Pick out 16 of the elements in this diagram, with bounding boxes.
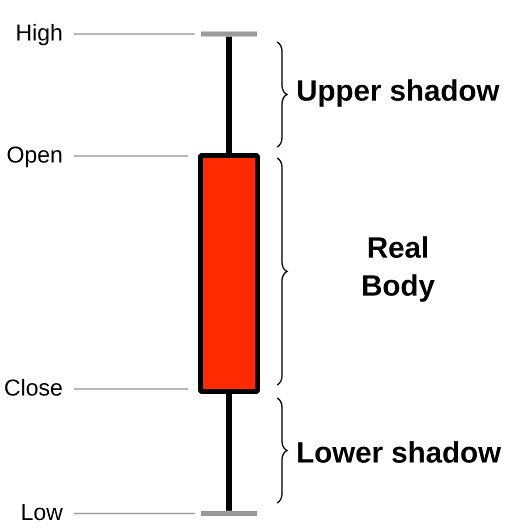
price-label: Low bbox=[22, 504, 63, 520]
wick-line bbox=[226, 36, 232, 153]
candle-body bbox=[198, 153, 260, 394]
brace-label: Real Body bbox=[363, 236, 435, 302]
brace-label: Upper shadow bbox=[298, 79, 500, 107]
wick-line bbox=[226, 394, 232, 511]
price-label: Open bbox=[8, 146, 62, 168]
leader-line bbox=[74, 33, 195, 35]
leader-line bbox=[74, 155, 188, 157]
wick-cap bbox=[201, 32, 257, 36]
brace-label: Lower shadow bbox=[298, 441, 502, 463]
wick-cap bbox=[201, 511, 257, 516]
leader-line bbox=[74, 388, 188, 390]
leader-line bbox=[74, 512, 195, 514]
price-label: High bbox=[17, 24, 62, 46]
price-label: Close bbox=[5, 378, 62, 396]
